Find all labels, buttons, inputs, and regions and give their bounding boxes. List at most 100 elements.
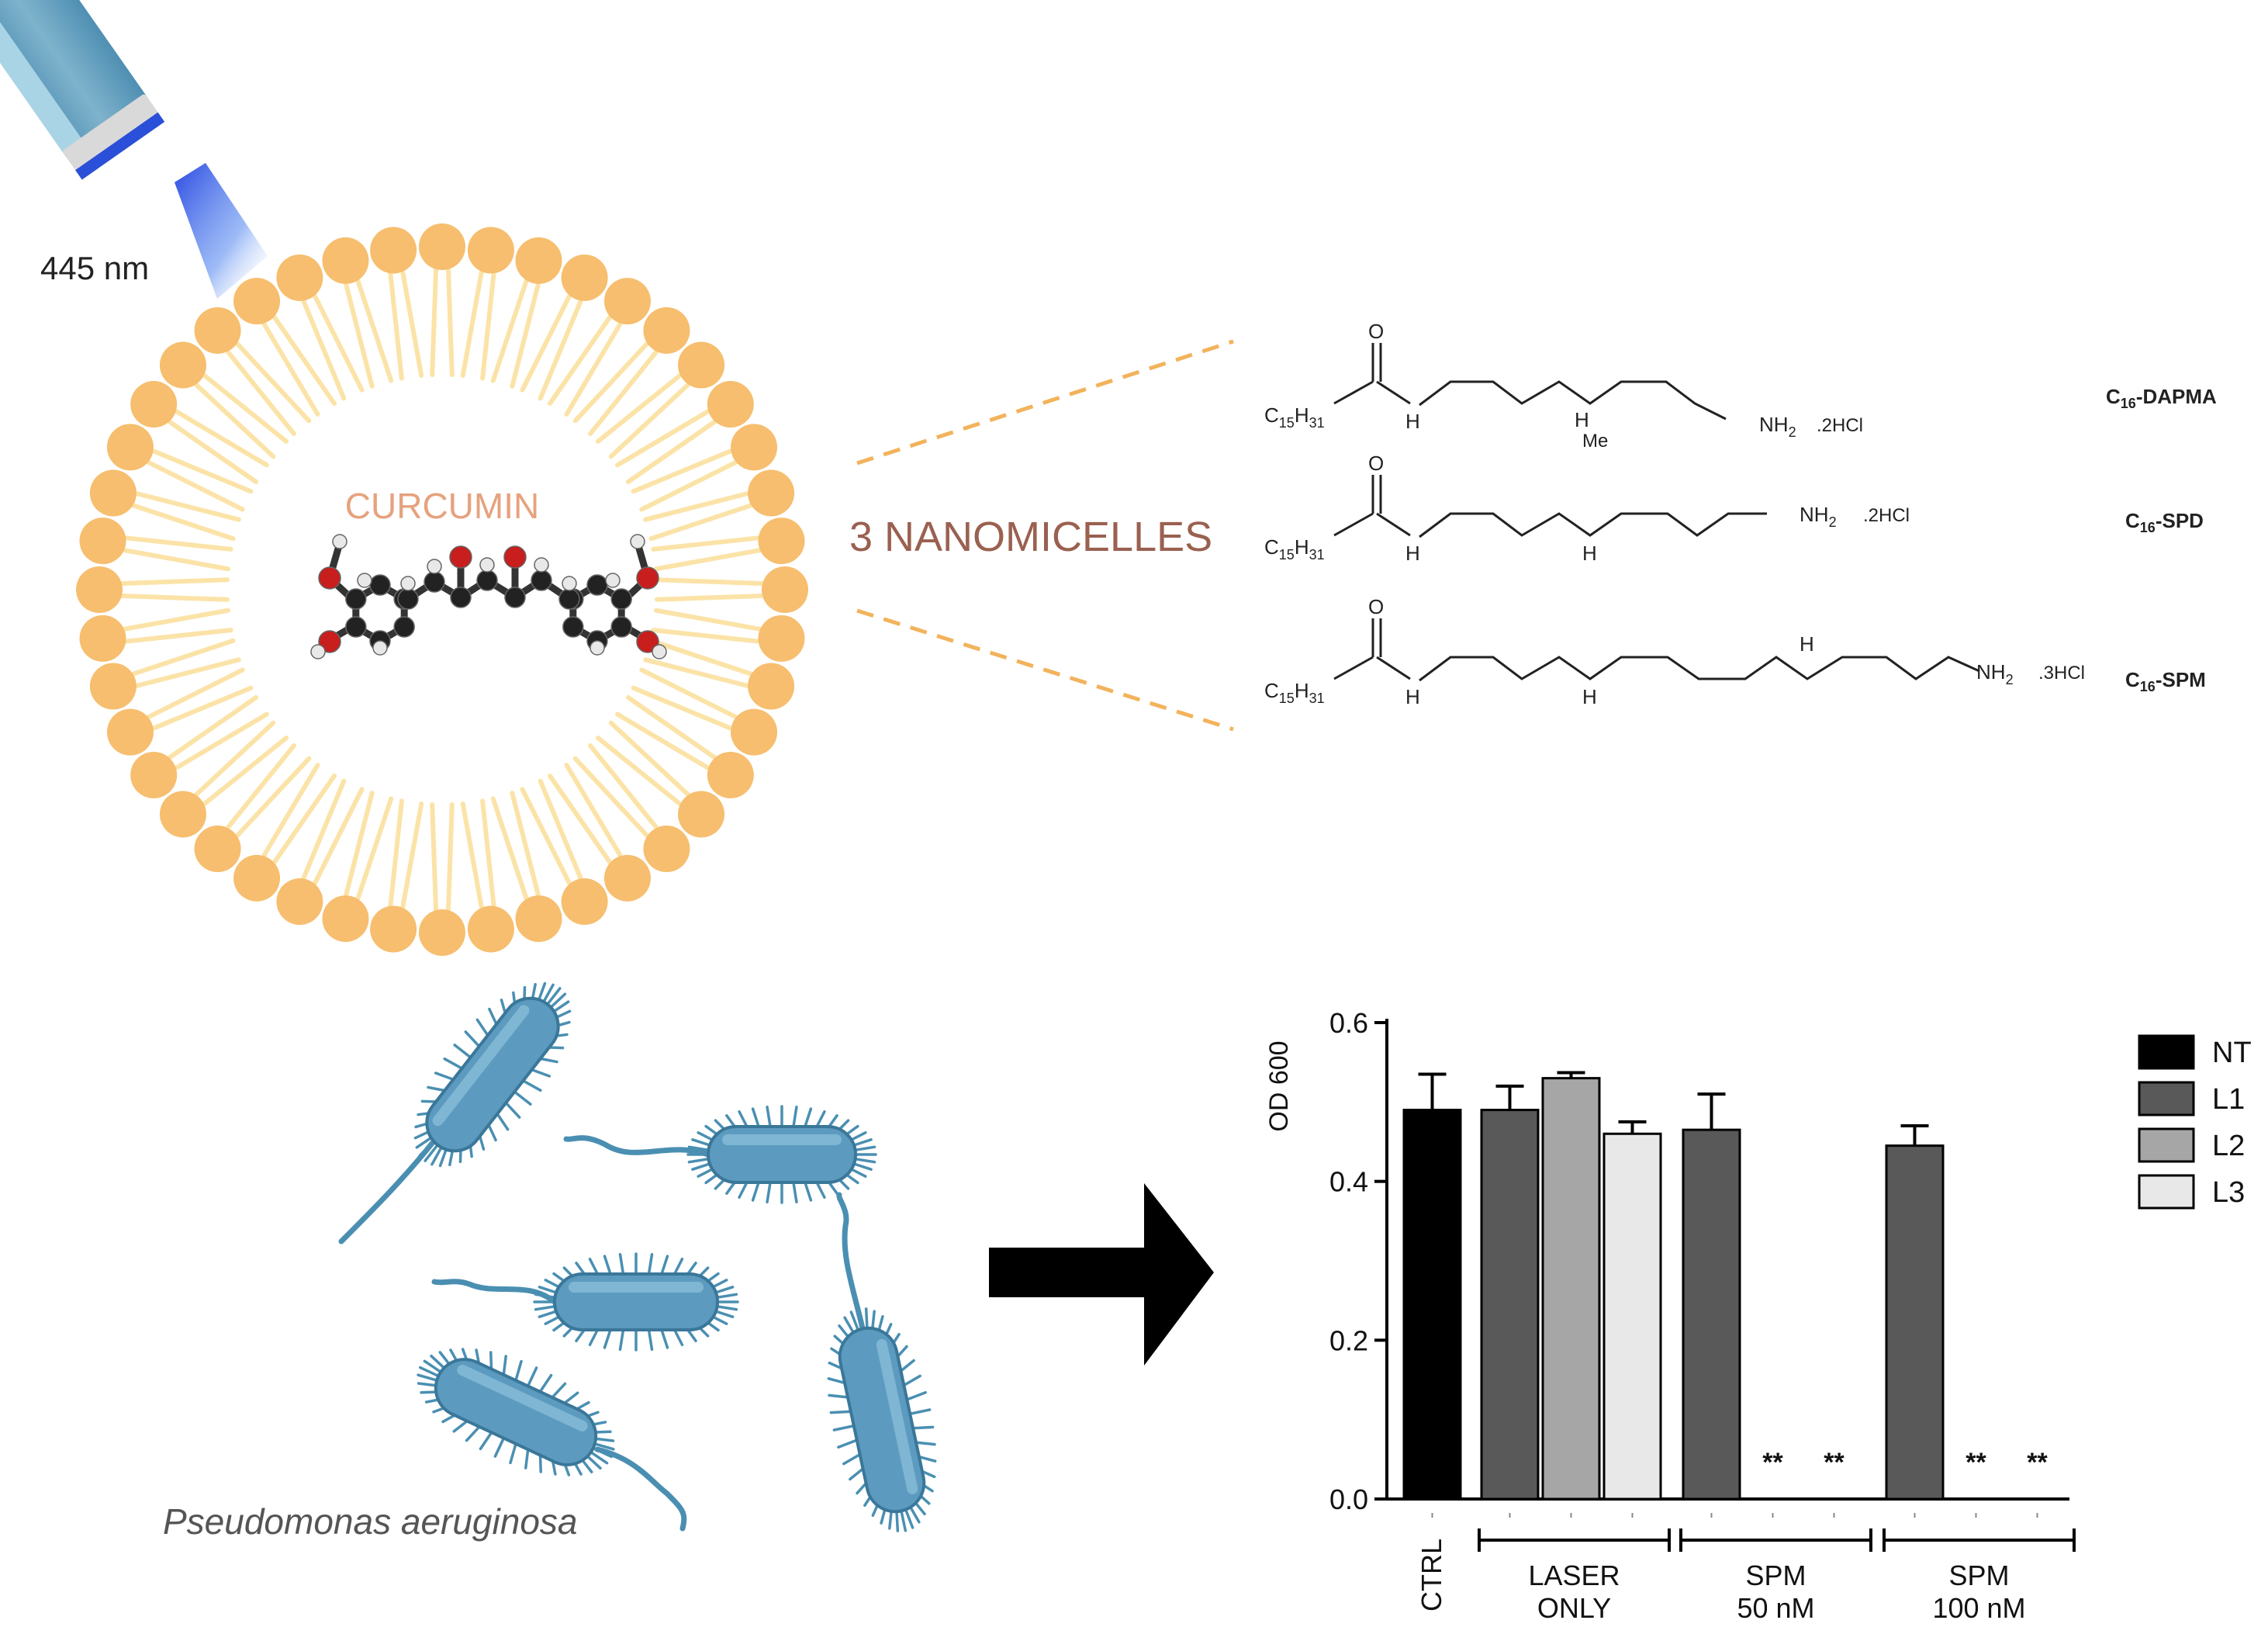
group-label: CTRL [1416, 1539, 1447, 1611]
lipid-molecule [370, 798, 424, 953]
bar [1480, 1109, 1540, 1501]
bar [1541, 1077, 1601, 1501]
amine-group: NH2 [1759, 413, 1796, 440]
lipid-molecule [106, 667, 254, 756]
lipid-molecule [276, 254, 365, 401]
nh-label: H [1582, 542, 1597, 565]
lipid-molecule [159, 341, 289, 459]
methyl-label: Me [1582, 431, 1608, 452]
lipid-molecule [79, 518, 233, 572]
lipid-molecule [547, 278, 651, 417]
lipid-molecule [460, 227, 514, 381]
lipid-molecule [322, 791, 394, 943]
bar [1682, 1128, 1741, 1501]
lipid-molecule [643, 469, 795, 542]
legend-label: L3 [2212, 1176, 2245, 1209]
nh-label: H [1575, 408, 1589, 431]
bar-group: CTRL [1402, 1072, 1462, 1611]
lipid-molecule [651, 518, 805, 572]
significance-mark: ** [1965, 1448, 1986, 1477]
nh-label: H [1405, 542, 1420, 565]
nh-label: H [1800, 632, 1814, 656]
nanomicelles-label: 3 NANOMICELLES [849, 514, 1212, 560]
lipid-molecule [460, 798, 514, 953]
compound-name: C16-SPD [2125, 509, 2204, 535]
tail-formula: C15H31 [1264, 403, 1325, 431]
legend-label: L1 [2212, 1083, 2245, 1116]
lipid-molecule [322, 237, 394, 389]
group-label: LASER [1528, 1560, 1620, 1591]
y-axis-label: OD 600 [1264, 1040, 1294, 1131]
legend-label: L2 [2212, 1130, 2245, 1162]
lipid-molecule [130, 694, 269, 798]
bacterium-icon [417, 1348, 687, 1532]
lipid-molecule [194, 306, 312, 437]
lipid-molecule [130, 381, 269, 485]
bar [1602, 1132, 1662, 1501]
lipid-molecule [547, 763, 651, 902]
nh-label: H [1582, 685, 1597, 708]
lipid-molecule [572, 306, 690, 437]
group-label: SPM [1948, 1560, 2009, 1591]
laser-pen-icon [0, 0, 268, 299]
y-tick-label: 0.0 [1329, 1483, 1368, 1515]
lipid-molecule [89, 469, 241, 542]
curcumin-label: CURCUMIN [345, 486, 539, 526]
legend-label: NT [2212, 1037, 2252, 1069]
bacteria-label: Pseudomonas aeruginosa [163, 1501, 577, 1542]
nh-label: H [1405, 410, 1420, 433]
y-tick-label: 0.2 [1329, 1324, 1368, 1356]
bacterium-icon [563, 1105, 877, 1204]
legend-swatch [2138, 1034, 2195, 1070]
nanomicelle-diagram [76, 223, 808, 956]
lipid-molecule [276, 778, 365, 926]
lipid-molecule [490, 237, 562, 389]
lipid-molecule [233, 763, 337, 902]
lipid-molecule [615, 381, 754, 485]
lipid-molecule [631, 667, 778, 756]
lipid-molecule [651, 608, 805, 662]
group-label: SPM [1745, 1560, 1806, 1591]
lipid-molecule [520, 778, 608, 926]
tail-formula: C15H31 [1264, 679, 1325, 706]
lipid-molecule [370, 227, 424, 381]
amine-group: NH2 [1800, 503, 1837, 530]
lipid-molecule [655, 566, 808, 613]
compound-name: C16-SPM [2125, 668, 2206, 694]
significance-mark: ** [2027, 1448, 2048, 1477]
compound-name: C16-DAPMA [2106, 385, 2217, 411]
salt-label: .3HCl [2038, 663, 2085, 684]
tail-formula: C15H31 [1264, 535, 1325, 563]
legend-swatch [2138, 1081, 2195, 1116]
lipid-molecule [159, 720, 289, 838]
bar [1885, 1144, 1945, 1501]
lipid-molecule [631, 424, 778, 512]
bacterium-icon [827, 1192, 937, 1532]
y-tick-label: 0.4 [1329, 1166, 1368, 1198]
bacteria-illustration [338, 981, 937, 1532]
y-tick-label: 0.6 [1329, 1007, 1368, 1039]
laser-beam [175, 163, 268, 299]
lipid-molecule [419, 223, 465, 377]
amine-group: NH2 [1976, 660, 2014, 687]
lipid-molecule [106, 424, 254, 512]
group-label: 100 nM [1932, 1592, 2025, 1624]
oxygen-atom: O [1368, 452, 1384, 475]
lipid-molecule [79, 608, 233, 662]
laser-wavelength-label: 445 nm [40, 250, 149, 286]
lipid-molecule [490, 791, 562, 943]
bar [1402, 1109, 1462, 1501]
salt-label: .2HCl [1817, 415, 1863, 436]
group-label: ONLY [1537, 1592, 1611, 1624]
lipid-molecule [520, 254, 608, 401]
lipid-molecule [572, 743, 690, 873]
lipid-molecule [643, 638, 795, 710]
